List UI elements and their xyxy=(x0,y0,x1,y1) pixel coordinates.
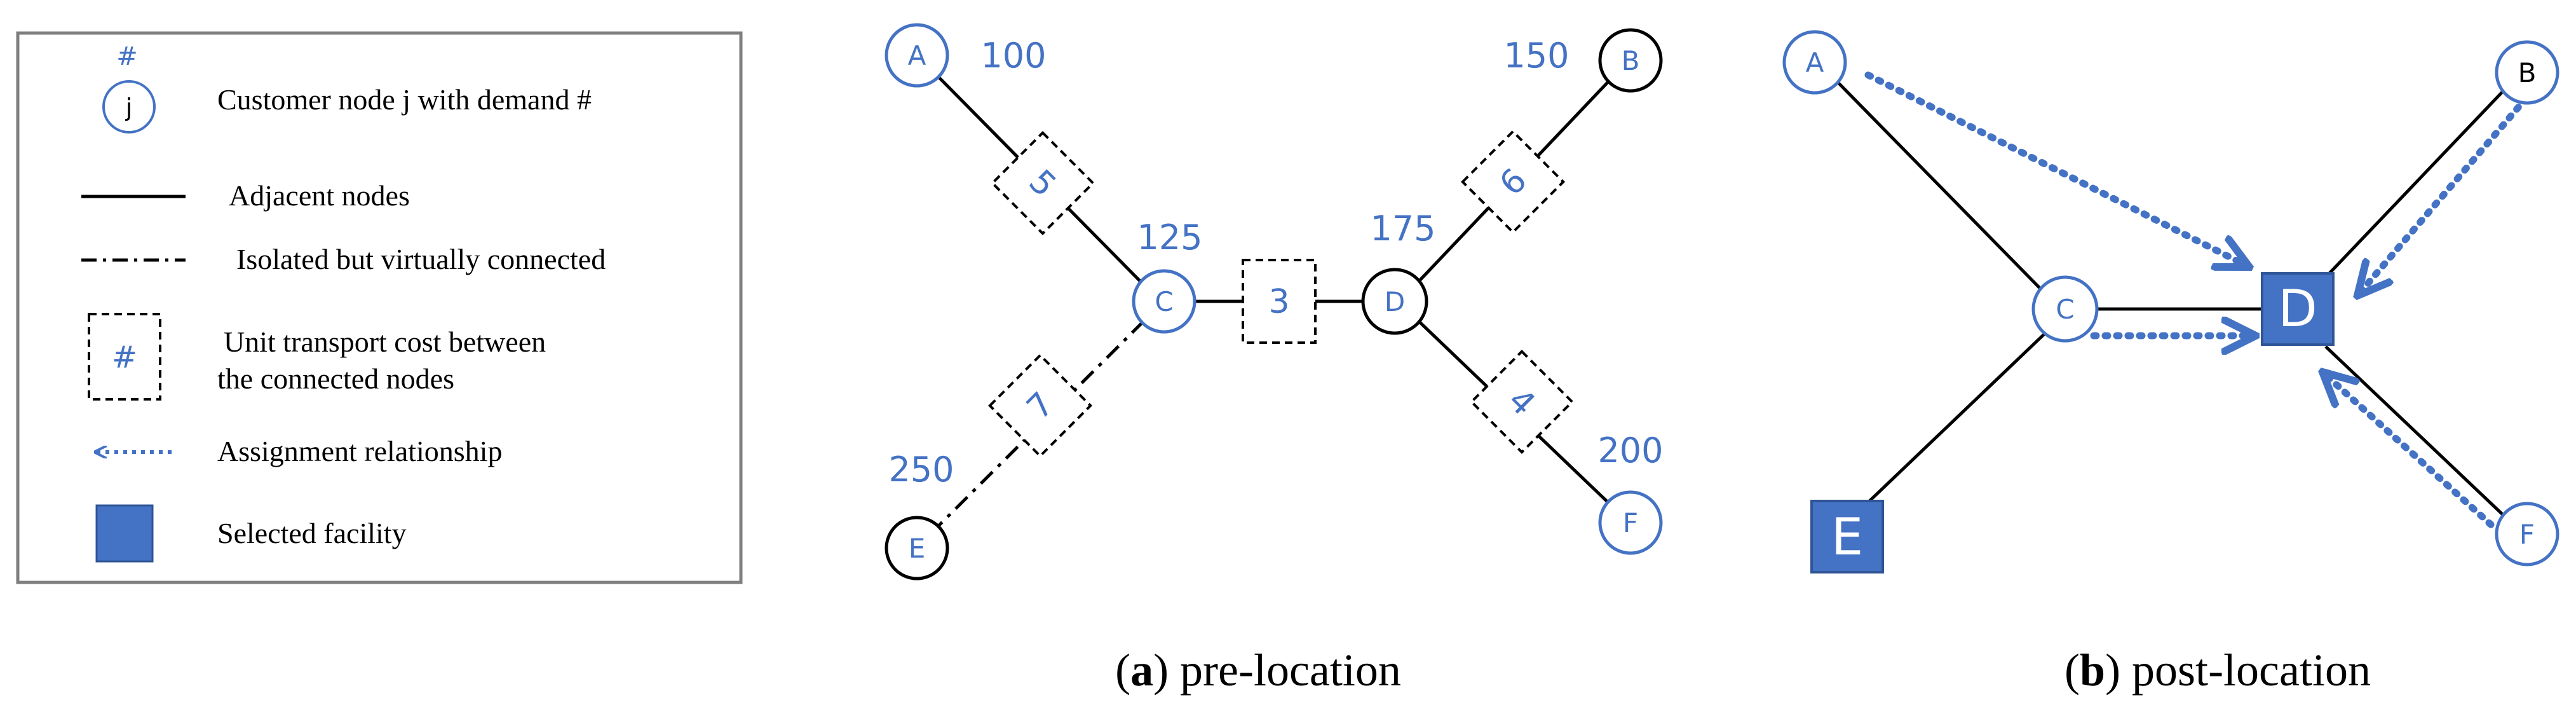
demand-a: 100 xyxy=(980,36,1046,76)
cost-box-ce: 7 xyxy=(987,353,1093,458)
node-b-f: F xyxy=(2495,502,2559,566)
node-b-label: B xyxy=(1622,45,1640,76)
legend-isolated-label: Isolated but virtually connected xyxy=(236,243,606,275)
legend-cost-symbol: # xyxy=(112,340,137,375)
caption-a-text: ) pre-location xyxy=(1153,645,1401,696)
demand-d: 175 xyxy=(1370,209,1435,249)
legend-customer-demand-symbol: # xyxy=(116,42,138,71)
legend-adjacent-label: Adjacent nodes xyxy=(229,179,410,212)
node-b-b: B xyxy=(2495,40,2559,105)
cost-box-cd: 3 xyxy=(1242,259,1317,344)
demand-e: 250 xyxy=(888,450,954,490)
assignment-arrow-f-d xyxy=(2322,372,2495,528)
legend-facility-icon xyxy=(95,504,154,563)
legend-cost-box xyxy=(88,313,161,401)
demand-f: 200 xyxy=(1597,430,1663,470)
legend-customer-node-letter: j xyxy=(125,93,133,121)
node-c-label: C xyxy=(1155,286,1173,317)
node-d: D xyxy=(1361,268,1428,335)
cost-box-df: 4 xyxy=(1469,349,1575,455)
facility-e: E xyxy=(1810,500,1884,573)
demand-c: 125 xyxy=(1137,217,1202,258)
node-d-label: D xyxy=(1385,286,1405,317)
facility-e-label: E xyxy=(1831,507,1864,566)
cost-box-db: 6 xyxy=(1460,129,1566,235)
facility-d: D xyxy=(2261,272,2335,346)
edge-b-a-c xyxy=(1832,76,2044,292)
assignment-arrow-a-d xyxy=(1864,71,2249,267)
node-b-c-label: C xyxy=(2056,294,2074,325)
edge-b-d-b xyxy=(2324,83,2511,278)
node-a: A xyxy=(885,23,949,88)
cost-label-cd: 3 xyxy=(1268,283,1289,321)
legend-facility-label: Selected facility xyxy=(217,517,407,549)
caption-b-letter: b xyxy=(2080,645,2105,696)
caption-a: (a) pre-location xyxy=(1115,645,1401,696)
node-b-a: A xyxy=(1782,30,1847,95)
edge-b-d-f xyxy=(2324,345,2511,523)
node-b-f-label: F xyxy=(2519,519,2535,550)
node-f-label: F xyxy=(1623,507,1638,539)
node-e: E xyxy=(885,516,949,580)
legend-customer-node-label: Customer node j with demand # xyxy=(217,83,592,116)
legend-assignment-label: Assignment relationship xyxy=(217,435,502,467)
node-b-b-label: B xyxy=(2518,57,2537,88)
node-f: F xyxy=(1598,490,1663,555)
caption-b-text: ) post-location xyxy=(2105,645,2371,696)
edge-b-c-e xyxy=(1867,328,2051,504)
legend-cost-label-line2: the connected nodes xyxy=(217,362,454,395)
diagram-b: A B C D E F (b) post-location xyxy=(1782,30,2559,696)
node-c: C xyxy=(1132,269,1196,334)
legend-customer-node-icon xyxy=(102,80,156,134)
diagram-a: 5 3 6 7 4 A B C xyxy=(885,23,1664,696)
assignment-arrow-b-d xyxy=(2357,95,2530,296)
caption-a-letter: a xyxy=(1130,645,1153,696)
demand-b: 150 xyxy=(1503,36,1569,76)
legend-cost-label-line1: Unit transport cost between xyxy=(224,326,546,358)
node-b-c: C xyxy=(2031,275,2099,343)
node-b: B xyxy=(1598,28,1663,93)
node-e-label: E xyxy=(909,533,926,564)
facility-d-label: D xyxy=(2278,279,2317,338)
legend: # j Customer node j with demand # Adjace… xyxy=(16,31,743,584)
node-a-label: A xyxy=(908,40,926,71)
node-b-a-label: A xyxy=(1806,47,1824,78)
caption-b: (b) post-location xyxy=(2064,645,2371,696)
